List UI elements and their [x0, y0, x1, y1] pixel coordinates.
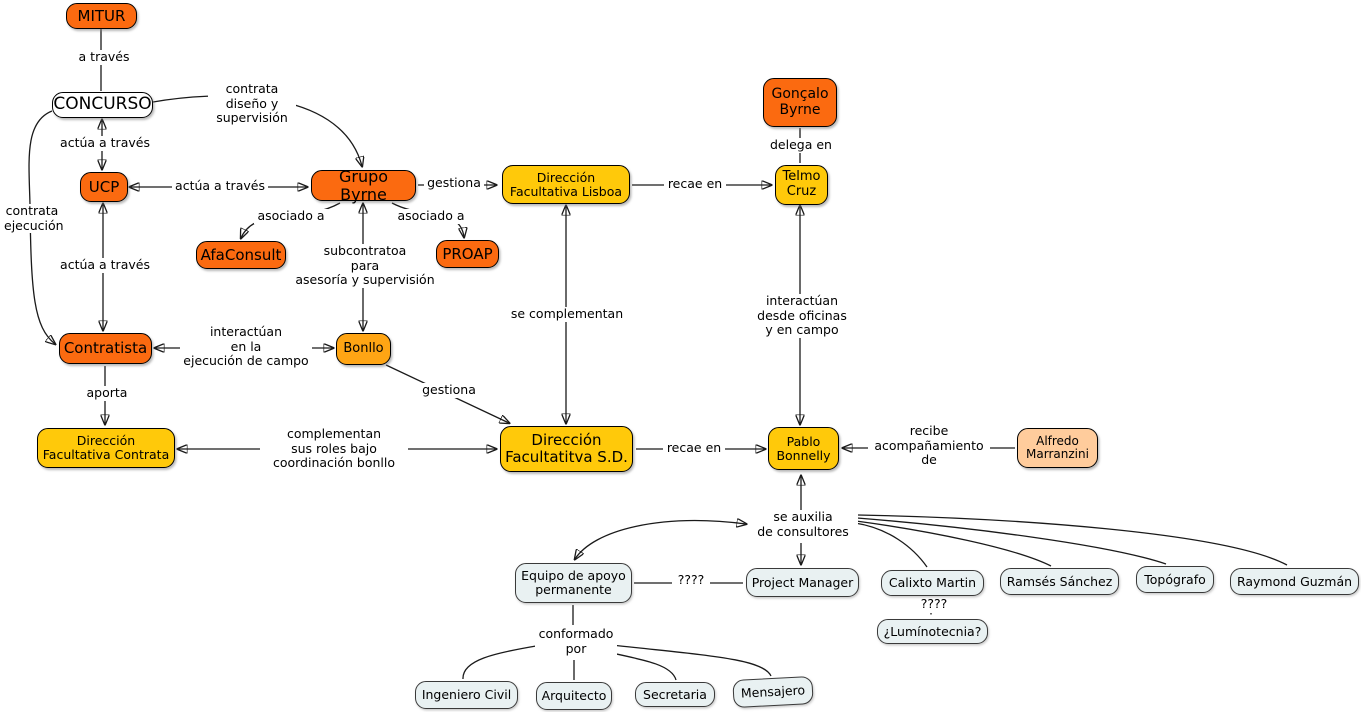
edge-label[interactable]: ???? [915, 596, 953, 612]
edge-conformado-ingeniero [462, 645, 537, 680]
edge-seauxilia-ramses [855, 520, 1052, 567]
edge-label[interactable]: actúa a través [172, 178, 268, 194]
edge-label[interactable]: interactúan en la ejecución de campo [180, 324, 312, 369]
node-equipo-apoyo-permanente[interactable]: Equipo de apoyo permanente [515, 563, 632, 603]
node-raymond-guzman[interactable]: Raymond Guzmán [1230, 568, 1359, 595]
edge-conformado-mensajero [611, 644, 772, 677]
node-secretaria[interactable]: Secretaria [635, 682, 715, 707]
edge-label[interactable]: ???? [672, 572, 710, 588]
node-arquitecto[interactable]: Arquitecto [536, 682, 612, 710]
node-goncalo-byrne[interactable]: Gonçalo Byrne [763, 78, 837, 127]
edge-seauxilia-calixto [854, 522, 928, 568]
edge-label[interactable]: aporta [82, 385, 132, 401]
edge-label[interactable]: recae en [663, 440, 725, 456]
edge-label[interactable]: actúa a través [58, 135, 152, 151]
edge-seauxilia-equipo [575, 521, 746, 559]
edge-conformado-secretaria [606, 651, 677, 681]
edge-label[interactable]: subcontratoa para asesoría y supervisión [286, 243, 444, 288]
node-afaconsult[interactable]: AfaConsult [196, 241, 286, 269]
node-bonllo[interactable]: Bonllo [336, 333, 391, 365]
node-direccion-facultativa-contrata[interactable]: Dirección Facultativa Contrata [37, 428, 175, 468]
edge-label[interactable]: se auxilia de consultores [748, 509, 858, 539]
edge-label[interactable]: se complementan [508, 306, 626, 322]
edge-label[interactable]: delega en [766, 137, 836, 153]
edge-label[interactable]: recibe acompañamiento de [868, 423, 990, 468]
node-proap[interactable]: PROAP [436, 240, 499, 268]
node-concurso[interactable]: CONCURSO [52, 92, 153, 118]
node-topografo[interactable]: Topógrafo [1136, 566, 1214, 593]
node-mitur[interactable]: MITUR [66, 3, 137, 29]
edge-label[interactable]: gestiona [424, 175, 484, 191]
edge-seauxilia-topografo [856, 517, 1167, 565]
node-project-manager[interactable]: Project Manager [746, 568, 859, 597]
node-luminotecnia[interactable]: ¿Lumínotecnia? [877, 619, 988, 644]
edge-seauxilia-raymond [857, 514, 1288, 566]
node-calixto-martin[interactable]: Calixto Martin [881, 570, 984, 596]
node-alfredo-marranzini[interactable]: Alfredo Marranzini [1017, 428, 1098, 468]
node-direccion-facultatitva-sd[interactable]: Dirección Facultatitva S.D. [500, 426, 633, 472]
edge-label[interactable]: conformado por [535, 626, 617, 656]
edge-label[interactable]: gestiona [419, 382, 479, 398]
node-direccion-facultativa-lisboa[interactable]: Dirección Facultativa Lisboa [502, 165, 630, 204]
edge-label[interactable]: a través [72, 49, 136, 65]
edge-label[interactable]: contrata ejecución [2, 203, 64, 233]
node-ramses-sanchez[interactable]: Ramsés Sánchez [1000, 568, 1119, 595]
edge-label[interactable]: recae en [664, 176, 726, 192]
edge-label[interactable]: actúa a través [57, 257, 153, 273]
edge-label[interactable]: interactúan desde oficinas y en campo [748, 293, 856, 338]
node-ucp[interactable]: UCP [80, 172, 128, 202]
edge-label[interactable]: asociado a [394, 208, 468, 224]
node-telmo-cruz[interactable]: Telmo Cruz [775, 165, 828, 205]
node-ingeniero-civil[interactable]: Ingeniero Civil [415, 681, 518, 709]
edge-label[interactable]: complementan sus roles bajo coordinación… [260, 426, 408, 471]
edge-label[interactable]: contrata diseño y supervisión [208, 81, 296, 126]
edge-label[interactable]: asociado a [254, 208, 328, 224]
node-contratista[interactable]: Contratista [59, 333, 152, 364]
node-pablo-bonnelly[interactable]: Pablo Bonnelly [768, 427, 839, 470]
node-grupo-byrne[interactable]: Grupo Byrne [311, 167, 416, 203]
node-mensajero[interactable]: Mensajero [732, 675, 814, 709]
